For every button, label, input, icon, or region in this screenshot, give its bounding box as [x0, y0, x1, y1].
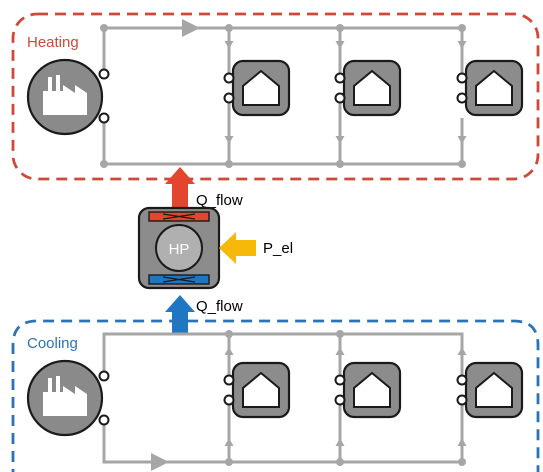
heating-plant-factory-icon: [26, 58, 104, 136]
cooling-supply-pipe: [102, 332, 464, 464]
upper-flow-label: Q_flow: [196, 192, 243, 209]
lower-flow-label: Q_flow: [196, 298, 243, 315]
heat-pump-icon: Q_flow HP P_el Q_flow: [137, 167, 293, 335]
cooling-network: Cooling: [11, 319, 540, 472]
heating-building-1-house-icon: [231, 59, 291, 117]
cooling-label: Cooling: [27, 335, 78, 352]
heating-flow-arrow-icon: [182, 19, 200, 37]
cold-input-arrow-icon: [165, 295, 195, 335]
cooling-flow-arrow-icon: [151, 453, 169, 471]
cooling-building-1-house-icon: [231, 361, 291, 419]
cooling-junctions: [225, 330, 466, 466]
heating-label: Heating: [27, 34, 79, 51]
cooling-plant-ports: [98, 370, 110, 426]
heating-building-ports: [223, 72, 468, 104]
heating-building-2-house-icon: [342, 59, 402, 117]
heating-network: Heating: [11, 12, 540, 181]
heating-plant-ports: [98, 68, 110, 124]
cooling-plant-factory-icon: [26, 359, 104, 437]
heat-pump-label: HP: [169, 241, 190, 258]
heating-boundary: [11, 12, 540, 181]
compressor-circle: [155, 224, 203, 272]
heat-output-arrow-icon: [165, 167, 195, 207]
power-label: P_el: [263, 240, 293, 257]
heating-building-3-house-icon: [464, 59, 524, 117]
cooling-building-3-house-icon: [464, 361, 524, 419]
cooling-boundary: [11, 319, 540, 472]
cooling-building-2-house-icon: [342, 361, 402, 419]
power-input-arrow-icon: [219, 232, 256, 264]
cooling-building-ports: [223, 374, 468, 406]
heating-junctions: [100, 24, 466, 168]
